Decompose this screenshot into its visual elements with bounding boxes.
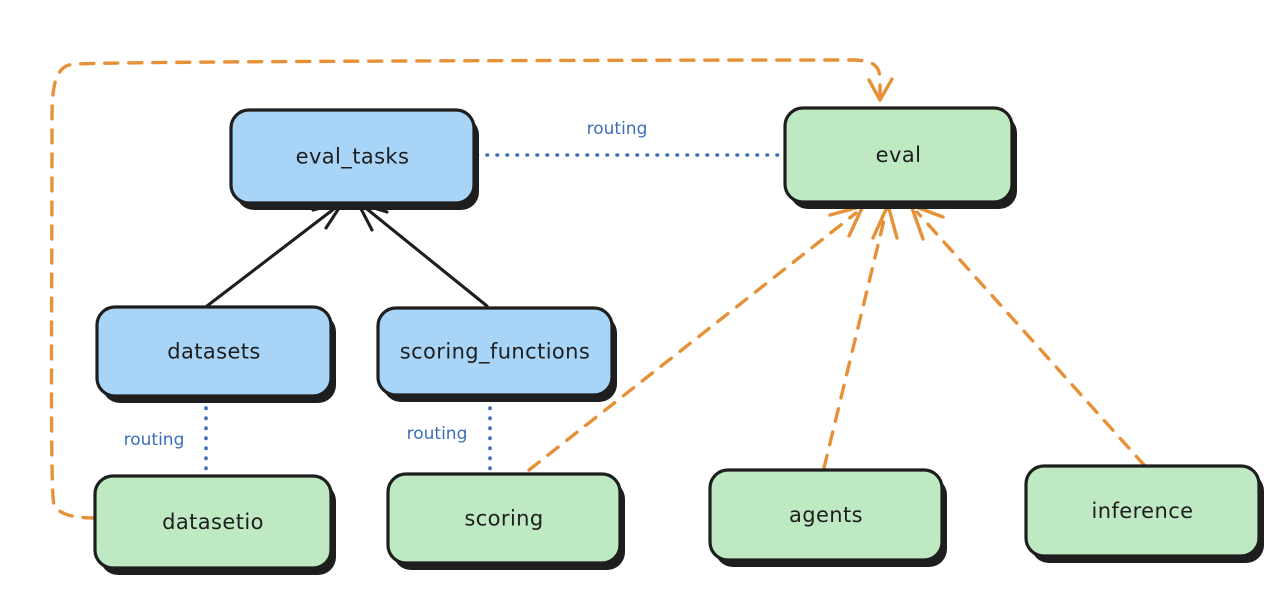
edge-datasets-to-eval-tasks[interactable] (205, 200, 345, 308)
node-eval-tasks[interactable]: eval_tasks (229, 108, 479, 210)
edge-labels-layer: routing routing routing (124, 119, 648, 450)
node-label-scoring: scoring (464, 507, 543, 531)
edge-label-routing-scoring: routing (407, 424, 468, 444)
node-label-scoring-functions: scoring_functions (400, 340, 590, 365)
edge-label-routing-datasetio: routing (124, 430, 185, 450)
node-scoring-functions[interactable]: scoring_functions (376, 306, 617, 402)
node-scoring[interactable]: scoring (386, 472, 625, 570)
node-eval[interactable]: eval (783, 106, 1017, 209)
node-label-agents: agents (789, 503, 863, 527)
edge-inference-to-eval[interactable] (909, 203, 1147, 468)
node-label-eval-tasks: eval_tasks (296, 145, 410, 170)
edge-agents-to-eval[interactable] (822, 203, 899, 470)
nodes-layer: eval_tasks eval datasets scoring_functio… (93, 106, 1264, 575)
edge-datasetio-to-eval[interactable] (49, 58, 894, 520)
edge-label-routing-eval: routing (587, 119, 648, 139)
edge-scoring-functions-to-eval-tasks[interactable] (356, 201, 489, 308)
node-datasetio[interactable]: datasetio (93, 474, 336, 575)
node-inference[interactable]: inference (1024, 464, 1264, 563)
node-label-inference: inference (1092, 499, 1194, 523)
node-datasets[interactable]: datasets (95, 305, 336, 403)
node-label-eval: eval (876, 143, 922, 167)
node-label-datasets: datasets (167, 340, 261, 364)
node-label-datasetio: datasetio (162, 510, 264, 534)
node-agents[interactable]: agents (708, 468, 947, 567)
